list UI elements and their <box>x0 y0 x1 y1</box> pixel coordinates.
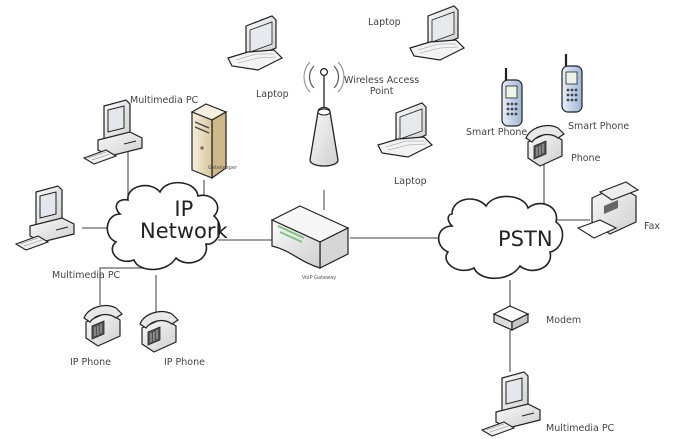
multimedia-pc-bottom-icon <box>481 371 541 437</box>
label-laptop-1: Laptop <box>256 89 289 100</box>
gatekeeper-server-icon <box>190 103 228 180</box>
phone-icon <box>525 125 565 167</box>
ip-network-cloud <box>106 181 221 271</box>
label-modem: Modem <box>546 315 582 326</box>
smart-phone-1-icon <box>500 66 524 128</box>
ip-phone-1-icon <box>83 305 123 347</box>
smart-phone-2-icon <box>560 52 584 114</box>
connection-lines <box>82 150 590 372</box>
pstn-cloud <box>437 195 564 279</box>
label-wireless-access-point: Wireless Access Point <box>344 75 420 98</box>
label-multimedia-pc-left: Multimedia PC <box>52 270 121 281</box>
label-smart-phone-1: Smart Phone <box>466 127 528 138</box>
label-ip-phone-2: IP Phone <box>164 357 205 368</box>
voip-gateway-icon <box>270 205 350 269</box>
label-voip-gateway: VoIP Gateway <box>302 275 337 281</box>
laptop-3-icon <box>377 102 433 158</box>
ip-network-label-line1: IP <box>174 197 194 221</box>
label-laptop-2: Laptop <box>368 17 401 28</box>
label-multimedia-pc-bottom: Multimedia PC <box>546 423 615 434</box>
pstn-label: PSTN <box>498 227 553 251</box>
modem-icon <box>492 305 530 331</box>
label-fax: Fax <box>644 221 661 232</box>
label-gatekeeper: Gatekeeper <box>208 165 238 171</box>
ip-network-label-line2: Network <box>140 219 228 244</box>
label-ip-phone-1: IP Phone <box>70 357 111 368</box>
link-ipphone-1 <box>99 267 155 305</box>
multimedia-pc-top-icon <box>83 99 143 165</box>
label-phone: Phone <box>571 153 601 164</box>
ip-phone-2-icon <box>139 311 179 353</box>
multimedia-pc-left-icon <box>15 185 75 251</box>
label-wap-line2: Point <box>369 85 394 97</box>
wireless-access-point-icon <box>303 61 345 167</box>
laptop-2-icon <box>409 5 465 61</box>
label-laptop-3: Laptop <box>394 176 427 187</box>
fax-icon <box>576 181 640 239</box>
label-smart-phone-2: Smart Phone <box>568 121 630 132</box>
label-multimedia-pc-top: Multimedia PC <box>130 95 199 106</box>
label-wap-line1: Wireless Access <box>344 75 420 86</box>
laptop-1-icon <box>227 15 283 71</box>
ip-network-label: IP Network <box>140 198 228 242</box>
